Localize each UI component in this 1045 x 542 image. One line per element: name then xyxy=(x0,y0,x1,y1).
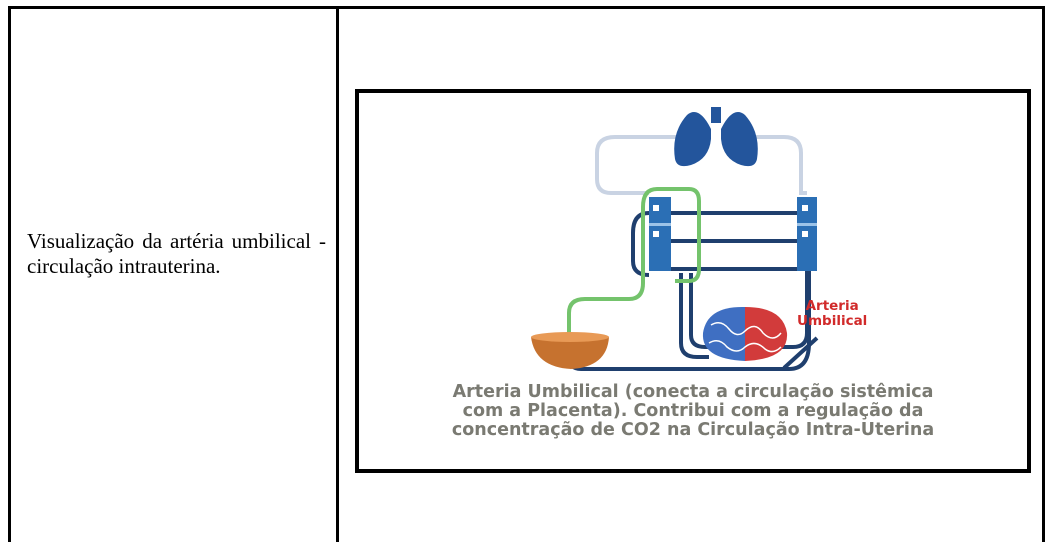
umbilical-vein-path xyxy=(567,187,701,337)
figure-caption-line-1: Arteria Umbilical (conecta a circulação … xyxy=(452,382,934,402)
document-table: Visualização da artéria umbilical - circ… xyxy=(8,6,1045,542)
uterus-bowl-icon xyxy=(531,332,609,369)
placenta-icon xyxy=(702,307,788,361)
pulmonary-loop-left xyxy=(595,135,689,195)
figure-caption: Arteria Umbilical (conecta a circulação … xyxy=(359,383,1027,440)
label-line-2: Umbilical xyxy=(797,313,868,329)
arteria-umbilical-label: Arteria Umbilical xyxy=(797,299,867,329)
lungs-icon xyxy=(674,107,758,167)
label-line-1: Arteria xyxy=(805,298,859,314)
figure-caption-line-2: com a Placenta). Contribui com a regulaç… xyxy=(462,401,924,421)
figure-caption-line-3: concentração de CO2 na Circulação Intra-… xyxy=(451,420,935,440)
caption-cell: Visualização da artéria umbilical - circ… xyxy=(11,9,339,542)
figure-description: Visualização da artéria umbilical - circ… xyxy=(27,229,326,278)
umbilical-artery-figure: Arteria Umbilical Arteria Umbilical (con… xyxy=(355,89,1031,473)
heart-right-icon xyxy=(797,197,817,271)
heart-left-icon xyxy=(649,197,671,271)
circulation-diagram xyxy=(531,107,819,371)
pulmonary-loop-right xyxy=(744,135,807,195)
